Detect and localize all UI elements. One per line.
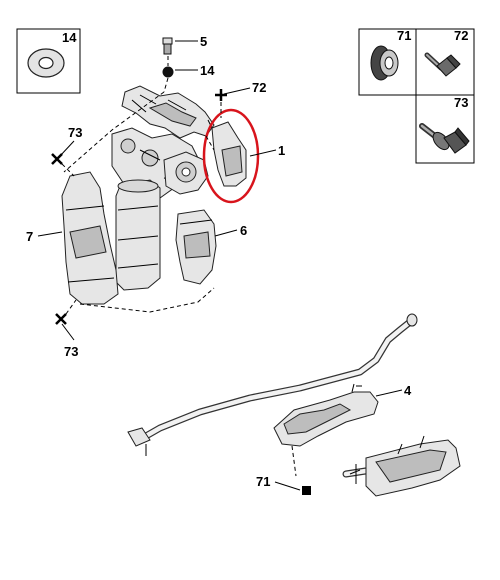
label-71-box: 71 xyxy=(397,28,411,43)
washer-part-14: 14 xyxy=(162,63,215,93)
highlight-ring xyxy=(202,108,260,204)
heat-shield-part-6: 6 xyxy=(175,209,247,285)
inset-washer-14: 14 xyxy=(16,28,81,94)
turbo-housing xyxy=(163,151,209,195)
assembly-dash-lines xyxy=(63,91,215,313)
callout-72: 72 xyxy=(215,80,266,118)
label-73-bottom: 73 xyxy=(64,344,78,359)
nut-icon xyxy=(370,45,399,81)
washer-icon xyxy=(27,48,65,78)
callout-73-bottom: 73 xyxy=(55,299,78,359)
sensor-stud-part-5: 5 xyxy=(162,34,207,66)
exhaust-pipe xyxy=(127,313,418,456)
rear-silencer xyxy=(342,435,461,497)
heat-shield-part-4: 4 xyxy=(273,383,412,477)
label-72-callout: 72 xyxy=(252,80,266,95)
heat-shield-part-1: 1 xyxy=(202,108,285,204)
label-72-box: 72 xyxy=(454,28,468,43)
flange-bolt-icon xyxy=(419,123,470,154)
inset-fasteners: 71 72 73 xyxy=(358,28,475,164)
manifold-heat-shield xyxy=(121,85,215,139)
catalytic-converter xyxy=(115,179,161,291)
label-73-box: 73 xyxy=(454,95,468,110)
label-5: 5 xyxy=(200,34,207,49)
label-1: 1 xyxy=(278,143,285,158)
label-14-box: 14 xyxy=(62,30,77,45)
label-71-callout: 71 xyxy=(256,474,270,489)
label-7: 7 xyxy=(26,229,33,244)
bolt-icon xyxy=(424,52,461,77)
callout-71: 71 xyxy=(256,474,311,495)
label-6: 6 xyxy=(240,223,247,238)
label-14-callout: 14 xyxy=(200,63,215,78)
label-4: 4 xyxy=(404,383,412,398)
heat-shield-part-7: 7 xyxy=(26,171,119,305)
callout-73-top: 73 xyxy=(51,125,82,177)
label-73-top: 73 xyxy=(68,125,82,140)
